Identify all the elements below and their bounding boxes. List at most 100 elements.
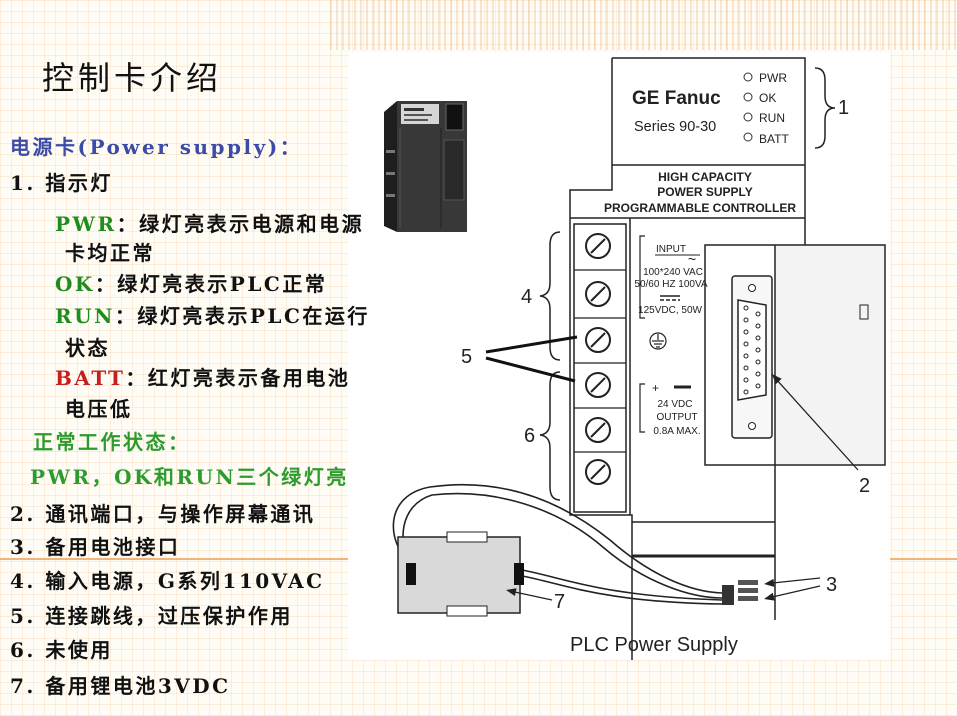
port-pin (743, 329, 749, 335)
callout-6: 6 (524, 425, 535, 447)
screw-slot (590, 422, 606, 438)
led-tag: BATT (55, 366, 126, 390)
input-bracket (639, 235, 645, 319)
callout-3-leader (767, 577, 821, 585)
callout-4-brace (539, 231, 561, 361)
port-pin (755, 323, 761, 329)
led-text: ：绿灯亮表示电源和电源 (116, 212, 365, 236)
module-body-outline (569, 58, 633, 660)
port-pins (743, 305, 761, 395)
battery-clip (514, 563, 524, 585)
terminal-block (573, 223, 627, 513)
battery-body (397, 536, 521, 614)
callout-4: 4 (521, 286, 532, 308)
port-pin (743, 305, 749, 311)
callout-3: 3 (826, 574, 837, 596)
cable-strand (521, 569, 723, 601)
list-item: 4. 输入电源，G系列110VAC (10, 569, 325, 593)
background-stripes (330, 0, 957, 50)
callout-2-arrow-icon (772, 374, 782, 385)
module-photo-terminal-cover (443, 139, 465, 201)
connector-plug (722, 585, 734, 605)
led-desc-pwr-cont: 卡均正常 (65, 241, 155, 265)
port-pin (755, 383, 761, 389)
screw-slot (590, 464, 606, 480)
port-pin (743, 365, 749, 371)
backup-battery (397, 531, 524, 617)
led-tag: RUN (55, 304, 115, 328)
battery-tab (446, 531, 488, 543)
series-label: Series 90-30 (634, 119, 716, 135)
section-heading: 电源卡(Power supply)： (10, 135, 303, 159)
port-screw-hole (748, 284, 756, 292)
port-pin (755, 335, 761, 341)
led-tag: OK (55, 272, 95, 296)
communication-port (731, 275, 773, 439)
status-leds: PWR OK RUN BATT (743, 71, 789, 146)
module-label-line: POWER SUPPLY (657, 185, 753, 199)
led-desc-batt: BATT：红灯亮表示备用电池 (55, 366, 350, 390)
callout-1: 1 (838, 97, 849, 119)
jumper-wire (485, 356, 576, 383)
input-dc-rating: 125VDC, 50W (638, 305, 702, 316)
callout-3-arrow-icon (764, 592, 775, 601)
screw-slot (590, 377, 606, 393)
output-label: OUTPUT (656, 412, 697, 423)
led-batt-icon (743, 132, 753, 142)
indicator-heading: 1. 指示灯 (10, 171, 113, 195)
port-pin (743, 317, 749, 323)
battery-clip (406, 563, 416, 585)
connector-pin-block (738, 588, 758, 593)
cable-strand (521, 575, 723, 605)
led-text: ：绿灯亮表示PLC正常 (94, 272, 328, 296)
led-label: OK (759, 91, 776, 105)
input-frequency: 50/60 HZ 100VA (634, 279, 708, 290)
module-photo-label-mark (404, 119, 428, 121)
port-pin (743, 389, 749, 395)
module-photo-detail (386, 172, 395, 175)
callout-7: 7 (554, 591, 565, 613)
output-bracket (639, 383, 645, 433)
module-label-line: HIGH CAPACITY (658, 170, 752, 184)
led-pwr-icon (743, 72, 753, 82)
connector-housing (704, 244, 886, 466)
led-run-icon (743, 112, 753, 122)
list-item: 3. 备用电池接口 (10, 535, 181, 559)
led-tag: PWR (55, 212, 117, 236)
jumper-wire (485, 335, 578, 354)
port-pin (755, 311, 761, 317)
module-label-line: PROGRAMMABLE CONTROLLER (604, 201, 796, 215)
module-photo-detail (386, 194, 395, 197)
module-photo-label-mark (404, 108, 424, 111)
port-pin (755, 359, 761, 365)
callout-7-arrow-icon (506, 588, 517, 596)
port-shell (737, 299, 767, 401)
port-pin (743, 377, 749, 383)
led-desc-batt-cont: 电压低 (65, 397, 133, 421)
port-pin (743, 353, 749, 359)
callout-3-leader (767, 585, 821, 599)
led-ok-icon (743, 92, 753, 102)
led-label: BATT (759, 132, 789, 146)
cable-strand (402, 492, 723, 599)
led-desc-ok: OK：绿灯亮表示PLC正常 (55, 272, 327, 296)
callout-2-leader (775, 378, 859, 471)
diagram-caption: PLC Power Supply (570, 634, 738, 656)
screw-slot (590, 286, 606, 302)
led-label: RUN (759, 111, 785, 125)
connector-pin-block (738, 580, 758, 585)
callout-5: 5 (461, 346, 472, 368)
port-pin (755, 347, 761, 353)
normal-status-text: PWR，OK和RUN三个绿灯亮 (30, 465, 349, 489)
led-desc-pwr: PWR：绿灯亮表示电源和电源 (55, 212, 364, 236)
module-photo-side (384, 101, 397, 232)
cable-strand (392, 483, 723, 594)
port-pin (743, 341, 749, 347)
output-current: 0.8A MAX. (653, 426, 700, 437)
port-screw-hole (748, 422, 756, 430)
connector-pin-block (738, 596, 758, 601)
screw-slot (590, 332, 606, 348)
housing-notch (859, 304, 869, 320)
port-pin (755, 371, 761, 377)
ground-ring (649, 332, 667, 350)
